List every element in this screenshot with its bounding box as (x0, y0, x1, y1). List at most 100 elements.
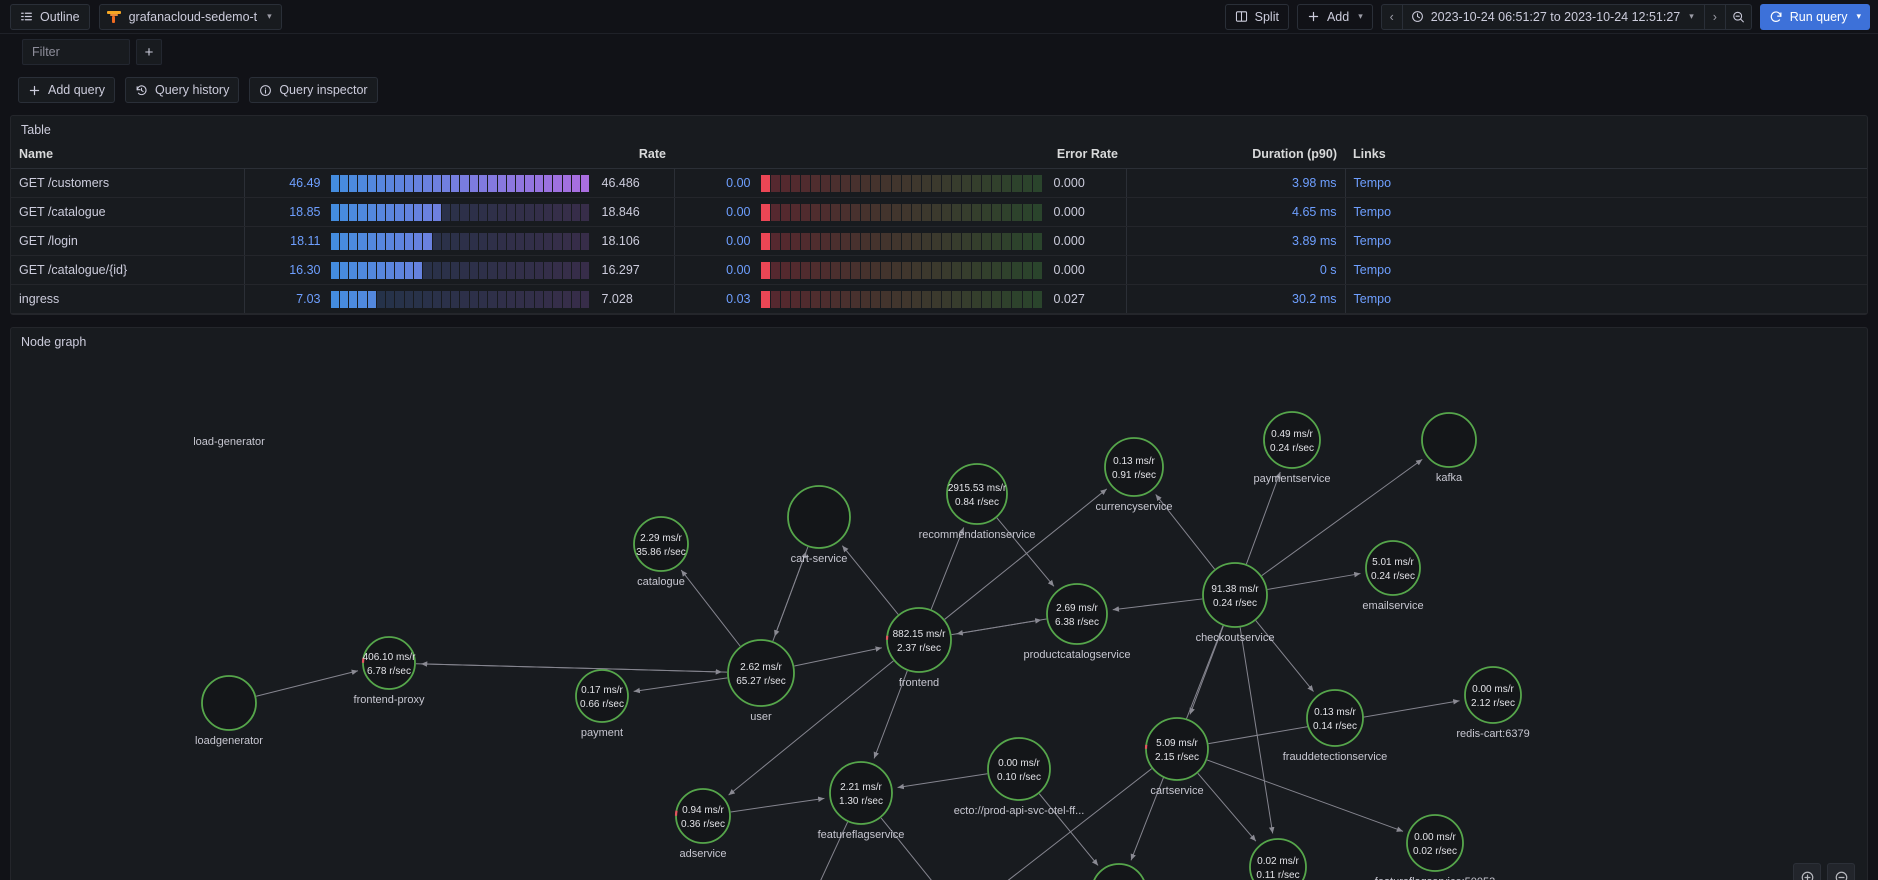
graph-node[interactable] (787, 485, 851, 549)
query-inspector-button[interactable]: Query inspector (249, 77, 378, 103)
tempo-link: Tempo (1353, 292, 1392, 306)
zoom-out-icon[interactable] (1827, 863, 1855, 880)
rate-gauge (330, 174, 590, 192)
graph-node[interactable]: 0.00 ms/r 2.12 r/sec (1464, 666, 1522, 724)
graph-node[interactable]: 2.49 ms/r0.62 r/sec (1092, 863, 1146, 880)
column-header-error-rate[interactable]: Error Rate (674, 143, 1126, 169)
graph-edge (1261, 458, 1423, 577)
zoom-in-icon[interactable] (1793, 863, 1821, 880)
run-query-label: Run query (1789, 9, 1848, 24)
add-filter-button[interactable]: + (136, 39, 162, 65)
cell-links[interactable]: Tempo (1345, 284, 1867, 314)
clock-icon (1411, 10, 1424, 23)
column-header-rate[interactable]: Rate (244, 143, 674, 169)
time-shift-back-button[interactable]: ‹ (1389, 9, 1394, 24)
split-icon (1235, 10, 1248, 23)
run-query-button[interactable]: Run query ▾ (1759, 3, 1870, 30)
error-value: 0.00 (726, 234, 751, 248)
svg-text:5.09 ms/r: 5.09 ms/r (1156, 738, 1198, 749)
filter-row: Filter + (22, 39, 1878, 65)
add-query-label: Add query (48, 83, 105, 97)
filter-input[interactable]: Filter (22, 39, 130, 65)
cell-name: GET /catalogue/{id} (11, 255, 245, 285)
graph-node[interactable]: 0.00 ms/r0.02 r/sec (1406, 814, 1464, 872)
svg-text:5.01 ms/r: 5.01 ms/r (1372, 557, 1414, 568)
graph-node[interactable]: 0.00 ms/r0.10 r/sec (987, 737, 1051, 801)
graph-edge (1239, 627, 1275, 834)
graph-node[interactable]: 2.62 ms/r65.27 r/sec (727, 639, 795, 707)
time-range-picker: ‹ 2023-10-24 06:51:27 to 2023-10-24 12:5… (1380, 3, 1752, 30)
graph-node[interactable]: 0.49 ms/r0.24 r/sec (1263, 411, 1321, 469)
graph-node[interactable]: 0.13 ms/r0.14 r/sec (1306, 689, 1364, 747)
graph-node[interactable]: 91.38 ms/r0.24 r/sec (1202, 562, 1268, 628)
add-label: Add (1326, 9, 1350, 24)
graph-node[interactable] (201, 675, 257, 731)
time-range-button[interactable]: 2023-10-24 06:51:27 to 2023-10-24 12:51:… (1401, 4, 1705, 29)
rate-value: 18.11 (290, 234, 321, 248)
cell-links[interactable]: Tempo (1345, 255, 1867, 285)
chevron-down-icon: ▾ (267, 11, 272, 21)
graph-node[interactable]: 2.69 ms/r6.38 r/sec (1046, 583, 1108, 645)
error-gauge (760, 290, 1042, 308)
add-query-button[interactable]: Add query (18, 77, 115, 103)
graph-node[interactable]: 5.01 ms/r0.24 r/sec (1365, 540, 1421, 596)
svg-text:0.91 r/sec: 0.91 r/sec (1112, 470, 1156, 481)
graph-edge (1267, 571, 1361, 590)
split-button[interactable]: Split (1224, 3, 1289, 30)
column-header-links[interactable]: Links (1345, 143, 1867, 169)
cell-duration: 3.98 ms (1126, 168, 1346, 198)
cell-links[interactable]: Tempo (1345, 197, 1867, 227)
results-table: Name Rate Error Rate Duration (p90) Link… (11, 143, 1867, 314)
svg-text:0.10 r/sec: 0.10 r/sec (997, 772, 1041, 783)
graph-node[interactable] (1421, 412, 1477, 468)
svg-text:0.94 ms/r: 0.94 ms/r (682, 805, 724, 816)
graph-edge (1189, 625, 1224, 715)
graph-node[interactable]: 5.09 ms/r 2.15 r/sec (1144, 716, 1210, 782)
graph-edge (1206, 759, 1404, 832)
tempo-link: Tempo (1353, 205, 1392, 219)
outline-icon (20, 10, 33, 23)
graph-node[interactable]: 0.94 ms/r0.36 r/sec (674, 787, 732, 845)
graph-node[interactable]: 2.29 ms/r35.86 r/sec (633, 516, 689, 572)
graph-node[interactable]: 2915.53 ms/r0.84 r/sec (946, 463, 1008, 525)
tempo-link: Tempo (1353, 263, 1392, 277)
svg-text:0.02 ms/r: 0.02 ms/r (1257, 856, 1299, 867)
plus-icon (28, 84, 41, 97)
time-shift-forward-button[interactable]: › (1712, 9, 1717, 24)
graph-edge (1245, 471, 1281, 565)
graph-node[interactable]: 406.10 ms/r6.78 r/sec (361, 635, 417, 691)
column-header-name[interactable]: Name (11, 143, 244, 169)
error-raw: 0.000 (1053, 234, 1085, 248)
graph-node[interactable]: 0.13 ms/r0.91 r/sec (1104, 437, 1164, 497)
outline-button[interactable]: Outline (10, 3, 90, 30)
svg-text:0.84 r/sec: 0.84 r/sec (955, 497, 999, 508)
svg-text:0.00 ms/r: 0.00 ms/r (1472, 684, 1514, 695)
query-history-button[interactable]: Query history (124, 77, 240, 103)
cell-duration: 4.65 ms (1126, 197, 1346, 227)
add-button[interactable]: Add ▾ (1296, 3, 1373, 30)
zoom-out-time-button[interactable] (1724, 4, 1751, 29)
svg-text:2.15 r/sec: 2.15 r/sec (1155, 752, 1199, 763)
history-icon (135, 84, 148, 97)
column-header-duration[interactable]: Duration (p90) (1126, 143, 1345, 169)
cell-links[interactable]: Tempo (1345, 226, 1867, 256)
node-graph-controls (1793, 863, 1855, 880)
graph-node[interactable]: 0.02 ms/r0.11 r/sec (1249, 838, 1307, 880)
graph-edge (256, 669, 359, 697)
svg-text:2.12 r/sec: 2.12 r/sec (1471, 698, 1515, 709)
graph-edge (1007, 768, 1153, 880)
graph-edge (1155, 494, 1215, 570)
svg-text:0.17 ms/r: 0.17 ms/r (581, 685, 623, 696)
graph-node[interactable]: 0.17 ms/r0.66 r/sec (575, 669, 629, 723)
datasource-picker[interactable]: grafanacloud-sedemo-t ▾ (98, 3, 282, 30)
graph-node[interactable]: 2.21 ms/r1.30 r/sec (829, 761, 893, 825)
cell-links[interactable]: Tempo (1345, 168, 1867, 198)
graph-node[interactable]: 882.15 ms/r2.37 r/sec (885, 606, 953, 674)
